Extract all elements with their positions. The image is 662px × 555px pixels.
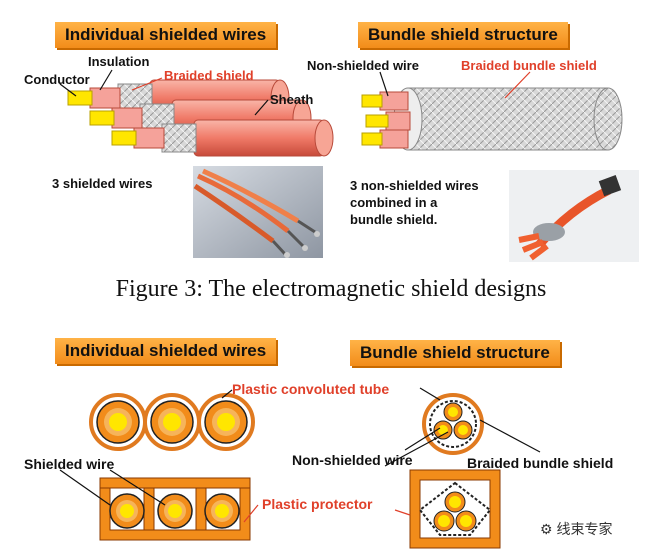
label-plastic-convoluted-tube: Plastic convoluted tube — [232, 381, 390, 397]
photo-bundle-shield — [509, 170, 639, 262]
individual-shield-banner-top: Individual shielded wires — [55, 22, 277, 48]
label-braided-bundle-shield-top: Braided bundle shield — [461, 58, 597, 73]
label-three-shielded-wires: 3 shielded wires — [52, 176, 153, 191]
label-non-shielded-wire-bottom: Non-shielded wire — [292, 452, 413, 468]
individual-cables-illustration — [59, 69, 334, 157]
label-non-shielded-wire-top: Non-shielded wire — [307, 58, 419, 73]
bundle-cable-illustration — [361, 71, 623, 151]
individual-shield-banner-bottom: Individual shielded wires — [55, 338, 277, 364]
figure-caption: Figure 3: The electromagnetic shield des… — [115, 276, 547, 302]
label-conductor: Conductor — [24, 72, 90, 87]
bundle-cross-section — [384, 387, 541, 549]
watermark-icon: ⚙ — [540, 521, 553, 537]
watermark: ⚙ 线束专家 — [540, 519, 612, 539]
label-braided-shield: Braided shield — [164, 68, 254, 83]
label-shielded-wire: Shielded wire — [24, 456, 115, 472]
label-three-non-shielded-wires: 3 non-shielded wires combined in a bundl… — [350, 178, 479, 227]
photo-shielded-wires — [193, 166, 323, 258]
bundle-shield-banner-top: Bundle shield structure — [358, 22, 568, 48]
bundle-shield-banner-bottom: Bundle shield structure — [350, 340, 560, 366]
label-insulation: Insulation — [88, 54, 150, 69]
individual-cross-section — [59, 389, 259, 541]
label-plastic-protector: Plastic protector — [262, 496, 373, 512]
label-sheath: Sheath — [270, 92, 314, 107]
label-braided-bundle-shield-bottom: Braided bundle shield — [467, 455, 614, 471]
watermark-text: 线束专家 — [556, 521, 613, 537]
